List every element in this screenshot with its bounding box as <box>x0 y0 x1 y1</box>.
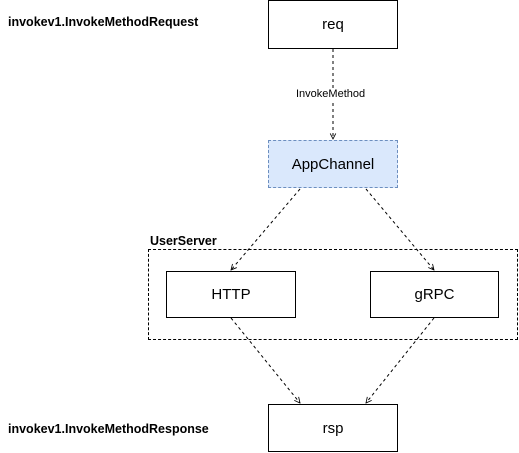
userserver-group-label: UserServer <box>150 234 217 248</box>
grpc-node[interactable]: gRPC <box>370 271 499 318</box>
response-type-label: invokev1.InvokeMethodResponse <box>8 422 209 436</box>
edge-http-to-rsp <box>230 317 300 403</box>
edge-grpc-to-rsp <box>366 317 435 403</box>
userserver-group <box>148 249 518 340</box>
req-node[interactable]: req <box>268 0 398 49</box>
appchannel-node[interactable]: AppChannel <box>268 140 398 188</box>
rsp-node[interactable]: rsp <box>268 404 398 452</box>
invokemethod-edge-label: InvokeMethod <box>296 88 366 100</box>
request-type-label: invokev1.InvokeMethodRequest <box>8 15 199 29</box>
http-node[interactable]: HTTP <box>166 271 296 318</box>
